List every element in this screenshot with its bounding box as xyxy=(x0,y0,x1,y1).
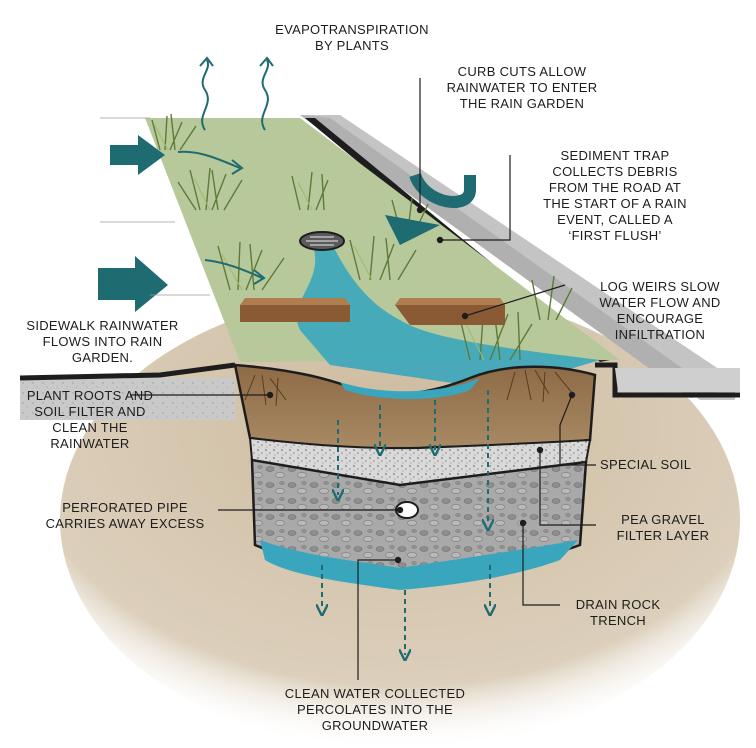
label-line: FILTER LAYER xyxy=(616,528,710,543)
label-line: SIDEWALK RAINWATER xyxy=(26,318,179,333)
label-line: LOG WEIRS SLOW xyxy=(600,279,720,294)
sediment-trap-grate xyxy=(299,231,345,251)
label-special-soil: SPECIAL SOIL xyxy=(600,457,720,473)
label-line: CURB CUTS ALLOW xyxy=(457,64,587,79)
label-line: RAINWATER xyxy=(50,436,130,451)
label-line: CARRIES AWAY EXCESS xyxy=(45,516,205,531)
evapotranspiration-arrows xyxy=(199,56,274,131)
sidewalk xyxy=(19,362,236,420)
grass-clumps xyxy=(151,113,573,361)
label-line: GARDEN. xyxy=(71,350,134,365)
label-line: THE START OF A RAIN xyxy=(543,196,687,211)
label-line: ‘FIRST FLUSH’ xyxy=(568,228,662,243)
label-line: EVAPOTRANSPIRATION xyxy=(275,22,429,37)
label-line: DRAIN ROCK xyxy=(575,597,661,612)
leader-lines xyxy=(130,78,596,680)
surface-water xyxy=(296,238,600,390)
label-line: SPECIAL SOIL xyxy=(600,457,692,472)
label-line: BY PLANTS xyxy=(315,38,389,53)
label-line: PEA GRAVEL xyxy=(621,512,705,527)
label-line: PLANT ROOTS AND xyxy=(26,388,154,403)
label-line: CLEAN THE xyxy=(52,420,128,435)
guide-lines xyxy=(100,117,210,296)
sidewalk-inflow-arrows xyxy=(98,135,168,312)
section-water xyxy=(340,378,480,399)
label-line: WATER FLOW AND xyxy=(599,295,721,310)
groundwater-pool xyxy=(260,540,578,590)
label-line: PERCOLATES INTO THE xyxy=(297,702,453,717)
label-line: SEDIMENT TRAP xyxy=(560,148,670,163)
label-line: TRENCH xyxy=(590,613,646,628)
label-line: RAINWATER TO ENTER xyxy=(446,80,598,95)
label-line: GROUNDWATER xyxy=(321,718,429,733)
label-line: COLLECTS DEBRIS xyxy=(552,164,678,179)
label-line: FROM THE ROAD AT xyxy=(548,180,682,195)
label-line: INFILTRATION xyxy=(614,327,706,342)
label-line: PERFORATED PIPE xyxy=(62,500,188,515)
curb-arrow-head xyxy=(385,215,440,245)
label-line: SOIL FILTER AND xyxy=(34,404,146,419)
infiltration-arrows xyxy=(322,390,490,655)
plant-roots xyxy=(244,369,574,407)
log-weir xyxy=(240,298,505,325)
label-line: ENCOURAGE xyxy=(616,311,704,326)
label-line: THE RAIN GARDEN xyxy=(459,96,585,111)
leader-dots xyxy=(266,206,576,564)
label-line: EVENT, CALLED A xyxy=(557,212,673,227)
grass-highlight xyxy=(153,123,485,361)
surface-flow-arrows xyxy=(177,150,266,285)
label-line: CLEAN WATER COLLECTED xyxy=(284,686,466,701)
label-line: FLOWS INTO RAIN xyxy=(42,334,163,349)
